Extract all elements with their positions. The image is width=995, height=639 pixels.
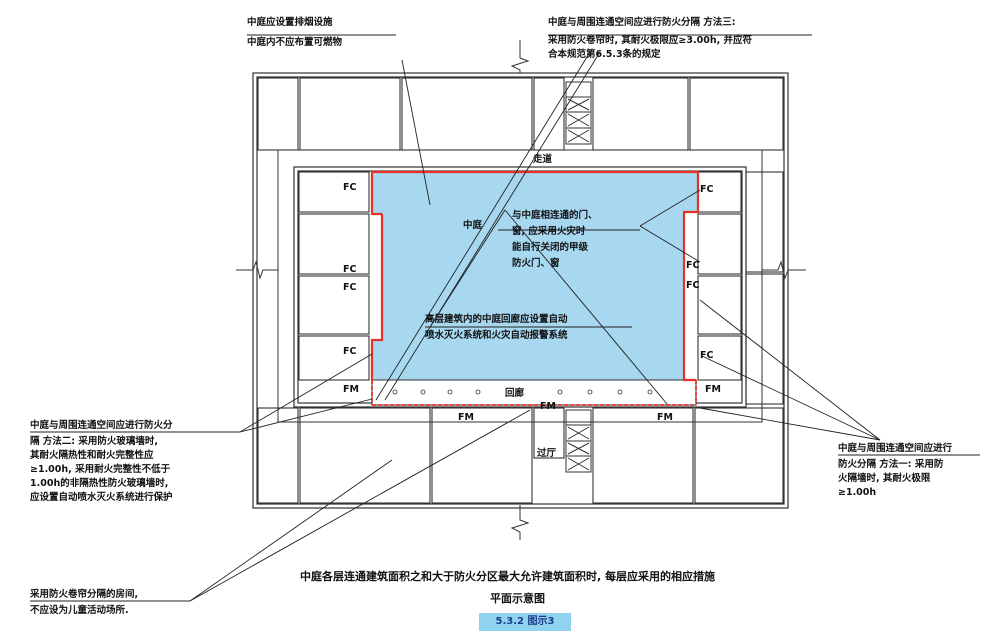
- method2-note: 中庭与周围连通空间应进行防火分 隔 方法二: 采用防火玻璃墙时, 其耐火隔热性和…: [30, 419, 173, 505]
- fc-label-1: FC: [343, 182, 356, 193]
- fc-label-6: FC: [686, 260, 699, 271]
- sprinkler-heads: [392, 389, 653, 395]
- fm-label-4: FM: [540, 401, 556, 412]
- atrium-area: [371, 171, 699, 381]
- method2-note-line-4: ≥1.00h, 采用耐火完整性不低于: [30, 464, 171, 475]
- fc-label-2: FC: [343, 264, 356, 275]
- fc-label-4: FC: [343, 346, 356, 357]
- atrium-label: 中庭: [463, 219, 483, 231]
- annotation-rules: [30, 34, 980, 602]
- break-marks: [236, 40, 806, 540]
- lobby-label: 过厅: [537, 447, 557, 459]
- method2-note-line-3: 其耐火隔热性和耐火完整性应: [30, 450, 154, 461]
- fc-label-5: FC: [700, 184, 713, 195]
- sprinkler-note: 高层建筑内的中庭回廊应设置自动 喷水灭火系统和火灾自动报警系统: [425, 312, 568, 344]
- sprinkler-note-line-1: 高层建筑内的中庭回廊应设置自动: [425, 314, 568, 325]
- sprinkler-note-line-2: 喷水灭火系统和火灾自动报警系统: [425, 330, 568, 341]
- method3-note: 中庭与周围连通空间应进行防火分隔 方法三: 采用防火卷帘时, 其耐火极限应≥3.…: [548, 16, 752, 62]
- method3-note-line-3: 合本规范第6.5.3条的规定: [548, 49, 661, 60]
- fire-separation-wall: [370, 170, 700, 382]
- fm-label-3: FM: [458, 412, 474, 423]
- shutter-note: 采用防火卷帘分隔的房间, 不应设为儿童活动场所.: [30, 588, 138, 618]
- gallery-label: 回廊: [505, 387, 525, 399]
- smoke-note-line-1: 中庭应设置排烟设施: [247, 17, 333, 28]
- caption-line-2: 平面示意图: [490, 592, 545, 605]
- method3-note-line-1: 中庭与周围连通空间应进行防火分隔 方法三:: [548, 17, 736, 28]
- smoke-note-line-2: 中庭内不应布置可燃物: [247, 37, 343, 48]
- method1-note-line-3: 火隔墙时, 其耐火极限: [838, 473, 931, 484]
- figure-number-badge: 5.3.2 图示3: [479, 613, 571, 631]
- left-rooms: [298, 171, 370, 381]
- shutter-note-line-2: 不应设为儿童活动场所.: [30, 605, 129, 616]
- method1-note-line-2: 防火分隔 方法一: 采用防: [838, 459, 944, 470]
- smoke-note: 中庭应设置排烟设施 中庭内不应布置可燃物: [247, 16, 342, 50]
- corridor-label: 走道: [532, 153, 553, 165]
- door-note-line-3: 能自行关闭的甲级: [512, 242, 589, 253]
- top-rooms: [257, 77, 784, 151]
- fc-label-8: FC: [700, 350, 713, 361]
- caption-line-1: 中庭各层连通建筑面积之和大于防火分区最大允许建筑面积时, 每层应采用的相应措施: [300, 570, 716, 583]
- fire-shutter-line: [371, 380, 697, 406]
- method2-note-line-6: 应设置自动喷水灭火系统进行保护: [30, 492, 173, 503]
- stair-top: [565, 81, 592, 145]
- method1-note-line-4: ≥1.00h: [838, 487, 877, 498]
- door-note-line-4: 防火门、窗: [512, 258, 560, 269]
- fc-label-3: FC: [343, 282, 356, 293]
- method1-note: 中庭与周围连通空间应进行 防火分隔 方法一: 采用防 火隔墙时, 其耐火极限 ≥…: [838, 442, 952, 500]
- stair-bottom: [565, 409, 592, 473]
- door-note-line-2: 窗, 应采用火灾时: [512, 226, 586, 237]
- fm-label-1: FM: [343, 384, 359, 395]
- method1-note-line-1: 中庭与周围连通空间应进行: [838, 443, 953, 454]
- fc-label-7: FC: [686, 280, 699, 291]
- shutter-note-line-1: 采用防火卷帘分隔的房间,: [30, 589, 139, 600]
- fm-labels: FM FM FM FM FM: [343, 384, 721, 423]
- method3-note-line-2: 采用防火卷帘时, 其耐火极限应≥3.00h, 并应符: [548, 35, 752, 46]
- method2-note-line-2: 隔 方法二: 采用防火玻璃墙时,: [30, 436, 159, 447]
- door-note: 与中庭相连通的门、 窗, 应采用火灾时 能自行关闭的甲级 防火门、窗: [512, 208, 598, 272]
- gallery-band: [371, 379, 697, 406]
- leader-lines: [189, 51, 881, 602]
- fm-label-5: FM: [657, 412, 673, 423]
- fc-labels: FC FC FC FC FC FC FC FC: [343, 182, 713, 361]
- right-rooms: [697, 171, 784, 405]
- door-note-line-1: 与中庭相连通的门、: [512, 210, 598, 221]
- method2-note-line-5: 1.00h的非隔热性防火玻璃墙时,: [30, 478, 169, 489]
- method2-note-line-1: 中庭与周围连通空间应进行防火分: [30, 420, 173, 431]
- fm-label-2: FM: [705, 384, 721, 395]
